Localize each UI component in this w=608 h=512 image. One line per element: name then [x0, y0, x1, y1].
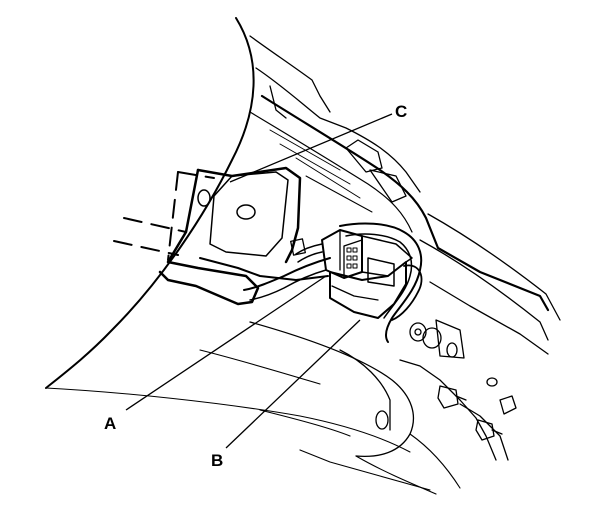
panel-curved-edge	[46, 18, 254, 388]
bracket-hole-2	[198, 190, 210, 206]
panel-bottom-edge	[46, 388, 410, 452]
bracket-face	[210, 172, 288, 256]
right-rail-lower	[430, 282, 548, 354]
phantom-lines	[114, 172, 214, 260]
bracket-lower-lip	[200, 258, 328, 280]
lower-casting-2	[340, 350, 390, 430]
harness-left-outer	[244, 258, 330, 290]
right-rail-top	[428, 214, 560, 320]
leader-line-a	[126, 276, 326, 410]
connector-a-clip	[291, 239, 306, 255]
upper-rail-3	[270, 86, 286, 118]
upper-clip	[346, 140, 382, 172]
upper-clip-2	[370, 170, 406, 202]
connector-a-wire-lead	[296, 244, 322, 262]
callout-label-a: A	[104, 414, 117, 433]
unit-b-front	[332, 286, 378, 300]
right-rail-mid	[420, 240, 548, 340]
bracket-hole-1	[237, 205, 255, 219]
right-hardware	[400, 320, 516, 460]
channel-inner	[250, 112, 412, 232]
connector-a-body	[322, 230, 362, 278]
lower-casting-hole	[376, 411, 388, 429]
harness-cable-outer	[340, 224, 421, 342]
lower-right-edge	[356, 434, 460, 494]
callout-label-c: C	[395, 102, 408, 121]
harness-grommet	[392, 265, 422, 320]
leader-lines	[126, 114, 392, 448]
connector-a-pins	[347, 248, 357, 268]
unit-b-body	[330, 262, 406, 318]
unit-b-cavity	[368, 258, 394, 286]
lower-floor	[200, 350, 430, 490]
unit-b-top	[362, 236, 412, 276]
callout-label-b: B	[211, 451, 224, 470]
upper-rail-1	[250, 36, 330, 112]
upper-rail-2	[256, 68, 420, 192]
channel-outline	[262, 96, 548, 310]
connector-a-face	[340, 230, 362, 278]
bracket-left-wall	[160, 170, 258, 304]
leader-line-c	[230, 114, 392, 182]
leader-line-b	[226, 320, 360, 448]
lower-casting	[250, 322, 413, 456]
harness-left-inner	[250, 270, 326, 300]
